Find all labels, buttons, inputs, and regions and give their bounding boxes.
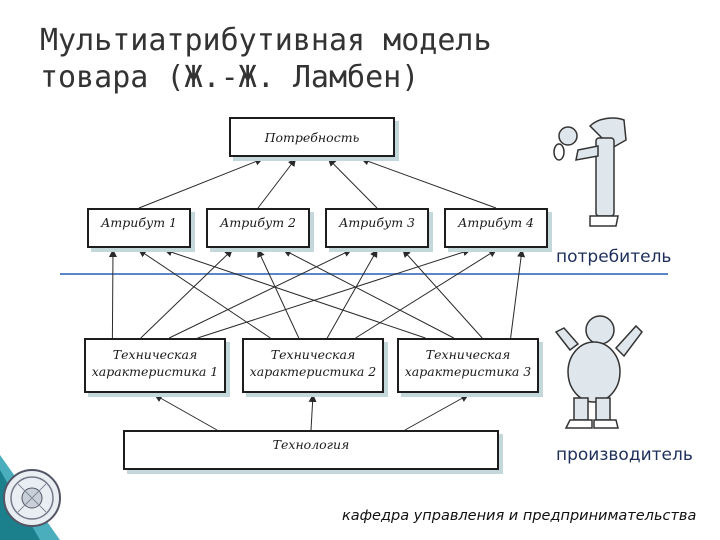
edge-tech3-to-attr4 (510, 249, 526, 339)
consumer-label: потребитель (556, 247, 672, 267)
attribute-box-4: Атрибут 4 (444, 208, 548, 248)
attribute-box-1: Атрибут 1 (87, 208, 191, 248)
producer-label: производитель (556, 445, 693, 465)
edge-tech3-to-attr3 (402, 249, 483, 339)
edge-attr1-to-need (138, 157, 264, 209)
edge-tech2-to-attr1 (138, 249, 271, 339)
tech-characteristic-label-1: Техническая характеристика 1 (91, 347, 219, 379)
edge-tech1-to-attr1 (108, 249, 117, 339)
need-label: Потребность (264, 129, 360, 145)
tech-characteristic-box-1: Техническая характеристика 1 (84, 338, 226, 393)
edge-tech1-to-attr3 (168, 249, 352, 339)
tech-characteristic-box-3: Техническая характеристика 3 (397, 338, 539, 393)
edge-technology-to-tech1 (154, 394, 218, 431)
edge-tech1-to-attr2 (140, 249, 233, 339)
tech-characteristic-label-3: Техническая характеристика 3 (404, 347, 532, 379)
edge-attr2-to-need (257, 158, 297, 209)
attribute-label-3: Атрибут 3 (338, 215, 416, 230)
edge-group (108, 157, 526, 431)
tech-characteristic-label-2: Техническая характеристика 2 (249, 347, 377, 379)
edge-tech1-to-attr4 (197, 248, 471, 339)
edge-attr4-to-need (360, 157, 497, 209)
edge-technology-to-tech3 (404, 394, 469, 431)
attribute-label-2: Атрибут 2 (219, 215, 297, 230)
edge-tech3-to-attr1 (164, 248, 426, 339)
technology-box: Технология (123, 430, 499, 470)
edge-tech2-to-attr3 (326, 249, 378, 339)
edge-tech3-to-attr2 (283, 249, 455, 339)
edge-tech2-to-attr2 (257, 249, 300, 339)
need-box: Потребность (229, 117, 395, 157)
attribute-box-2: Атрибут 2 (206, 208, 310, 248)
slide-title: Мультиатрибутивная модель товара (Ж.-Ж. … (40, 23, 492, 95)
department-footer: кафедра управления и предпринимательства (342, 508, 697, 524)
edge-attr3-to-need (327, 158, 378, 209)
attribute-label-4: Атрибут 4 (457, 215, 535, 230)
attribute-label-1: Атрибут 1 (100, 215, 178, 230)
tech-characteristic-box-2: Техническая характеристика 2 (242, 338, 384, 393)
attribute-box-3: Атрибут 3 (325, 208, 429, 248)
technology-label: Технология (272, 437, 350, 452)
edge-tech2-to-attr4 (355, 249, 497, 339)
edge-technology-to-tech2 (308, 394, 317, 431)
